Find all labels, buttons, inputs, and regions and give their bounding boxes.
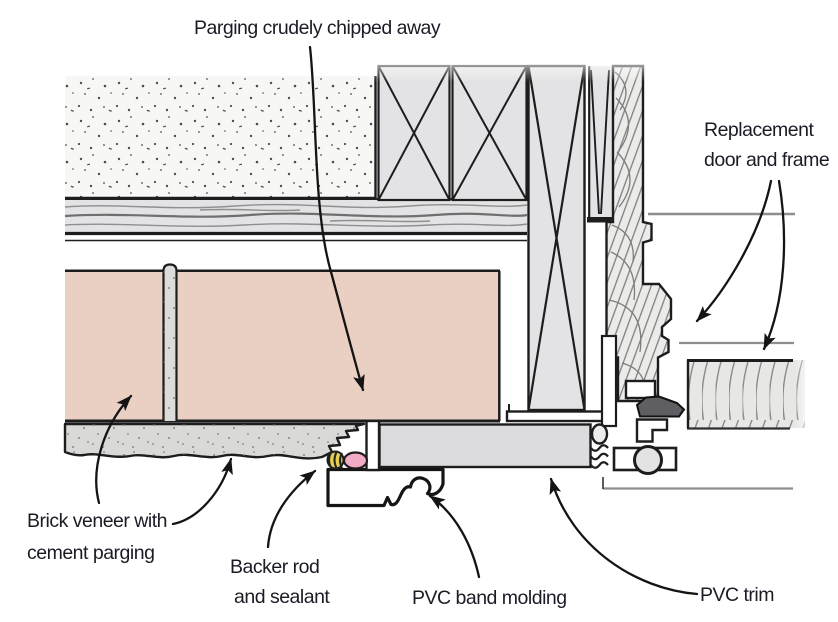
sill-assembly	[505, 334, 686, 475]
brick-fill	[65, 271, 500, 421]
arrow-backer-rod	[266, 469, 317, 549]
wood-grain-line	[64, 223, 528, 227]
backer-rod-ripple	[333, 451, 338, 469]
wood-plate-band	[64, 198, 528, 242]
pvc-trim-board	[378, 423, 592, 469]
threshold-step-upper	[624, 379, 657, 400]
wood-grain-streak	[329, 219, 431, 223]
label-brick-line2: cement parging	[27, 542, 154, 564]
arrow-replacement-door	[762, 179, 786, 351]
jamb-step-bar	[587, 217, 613, 223]
threshold-step-lower	[635, 418, 669, 443]
bulb-gasket	[633, 445, 663, 475]
concrete-slab-section	[65, 76, 377, 200]
label-band-molding: PVC band molding	[412, 587, 567, 609]
backer-rod-ripple	[339, 452, 343, 469]
label-backer-line2: and sealant	[234, 586, 330, 608]
top-fade	[368, 52, 838, 82]
door-slab	[686, 359, 805, 430]
door-sweep-shoe	[635, 395, 686, 418]
weatherstrip-coil	[590, 452, 609, 461]
backer-rod-ripple	[328, 452, 332, 468]
right-fade	[795, 195, 838, 505]
sill-flashing-bar	[505, 410, 614, 423]
door-frame-jamb	[587, 64, 673, 403]
arrow-brick-veneer	[95, 394, 133, 505]
label-replacement-line1: Replacement	[704, 119, 814, 141]
wood-arc	[615, 97, 630, 153]
pvc-band-molding-profile	[326, 467, 445, 508]
brick-veneer	[65, 263, 501, 423]
joint-seal	[326, 450, 369, 470]
sealant-bead	[342, 451, 369, 470]
concrete-stipple	[65, 76, 375, 198]
parging-stipple	[65, 424, 364, 459]
arrow-pvc-trim	[549, 477, 699, 596]
label-pvc-trim: PVC trim	[700, 584, 774, 606]
wall-stud	[527, 64, 586, 412]
arrow-parging-chipped	[308, 45, 365, 392]
weatherstrip-top	[590, 423, 609, 445]
leader-arrows	[95, 45, 786, 596]
wood-grain-line	[64, 212, 528, 218]
weatherstrip-coil	[590, 444, 609, 452]
wood-arc	[616, 151, 631, 208]
pvc-trim-assembly	[365, 419, 592, 472]
label-backer-line1: Backer rod	[230, 556, 319, 578]
label-parging-chipped: Parging crudely chipped away	[194, 17, 441, 39]
cement-parging	[63, 422, 366, 460]
arrow-cement-parging	[171, 457, 233, 526]
frame-groove	[600, 334, 618, 428]
labels: Parging crudely chipped away Replacement…	[27, 17, 830, 609]
stud-strip	[588, 66, 612, 217]
arrow-band-molding	[428, 494, 481, 579]
wood-grain-streak	[199, 208, 301, 212]
wood-grain-line	[64, 203, 528, 209]
wood-arc	[608, 299, 642, 353]
mortar-stipple	[163, 264, 177, 421]
weatherstrip-coil	[590, 461, 609, 469]
label-replacement-line2: door and frame	[704, 149, 829, 171]
label-brick-line1: Brick veneer with	[27, 510, 167, 532]
arrow-replacement-frame	[695, 179, 773, 323]
wood-arc	[610, 251, 636, 301]
wood-arc	[611, 224, 634, 263]
framing-blocking	[377, 64, 528, 202]
pvc-trim-end-strip	[365, 419, 381, 472]
door-grain	[687, 360, 805, 428]
